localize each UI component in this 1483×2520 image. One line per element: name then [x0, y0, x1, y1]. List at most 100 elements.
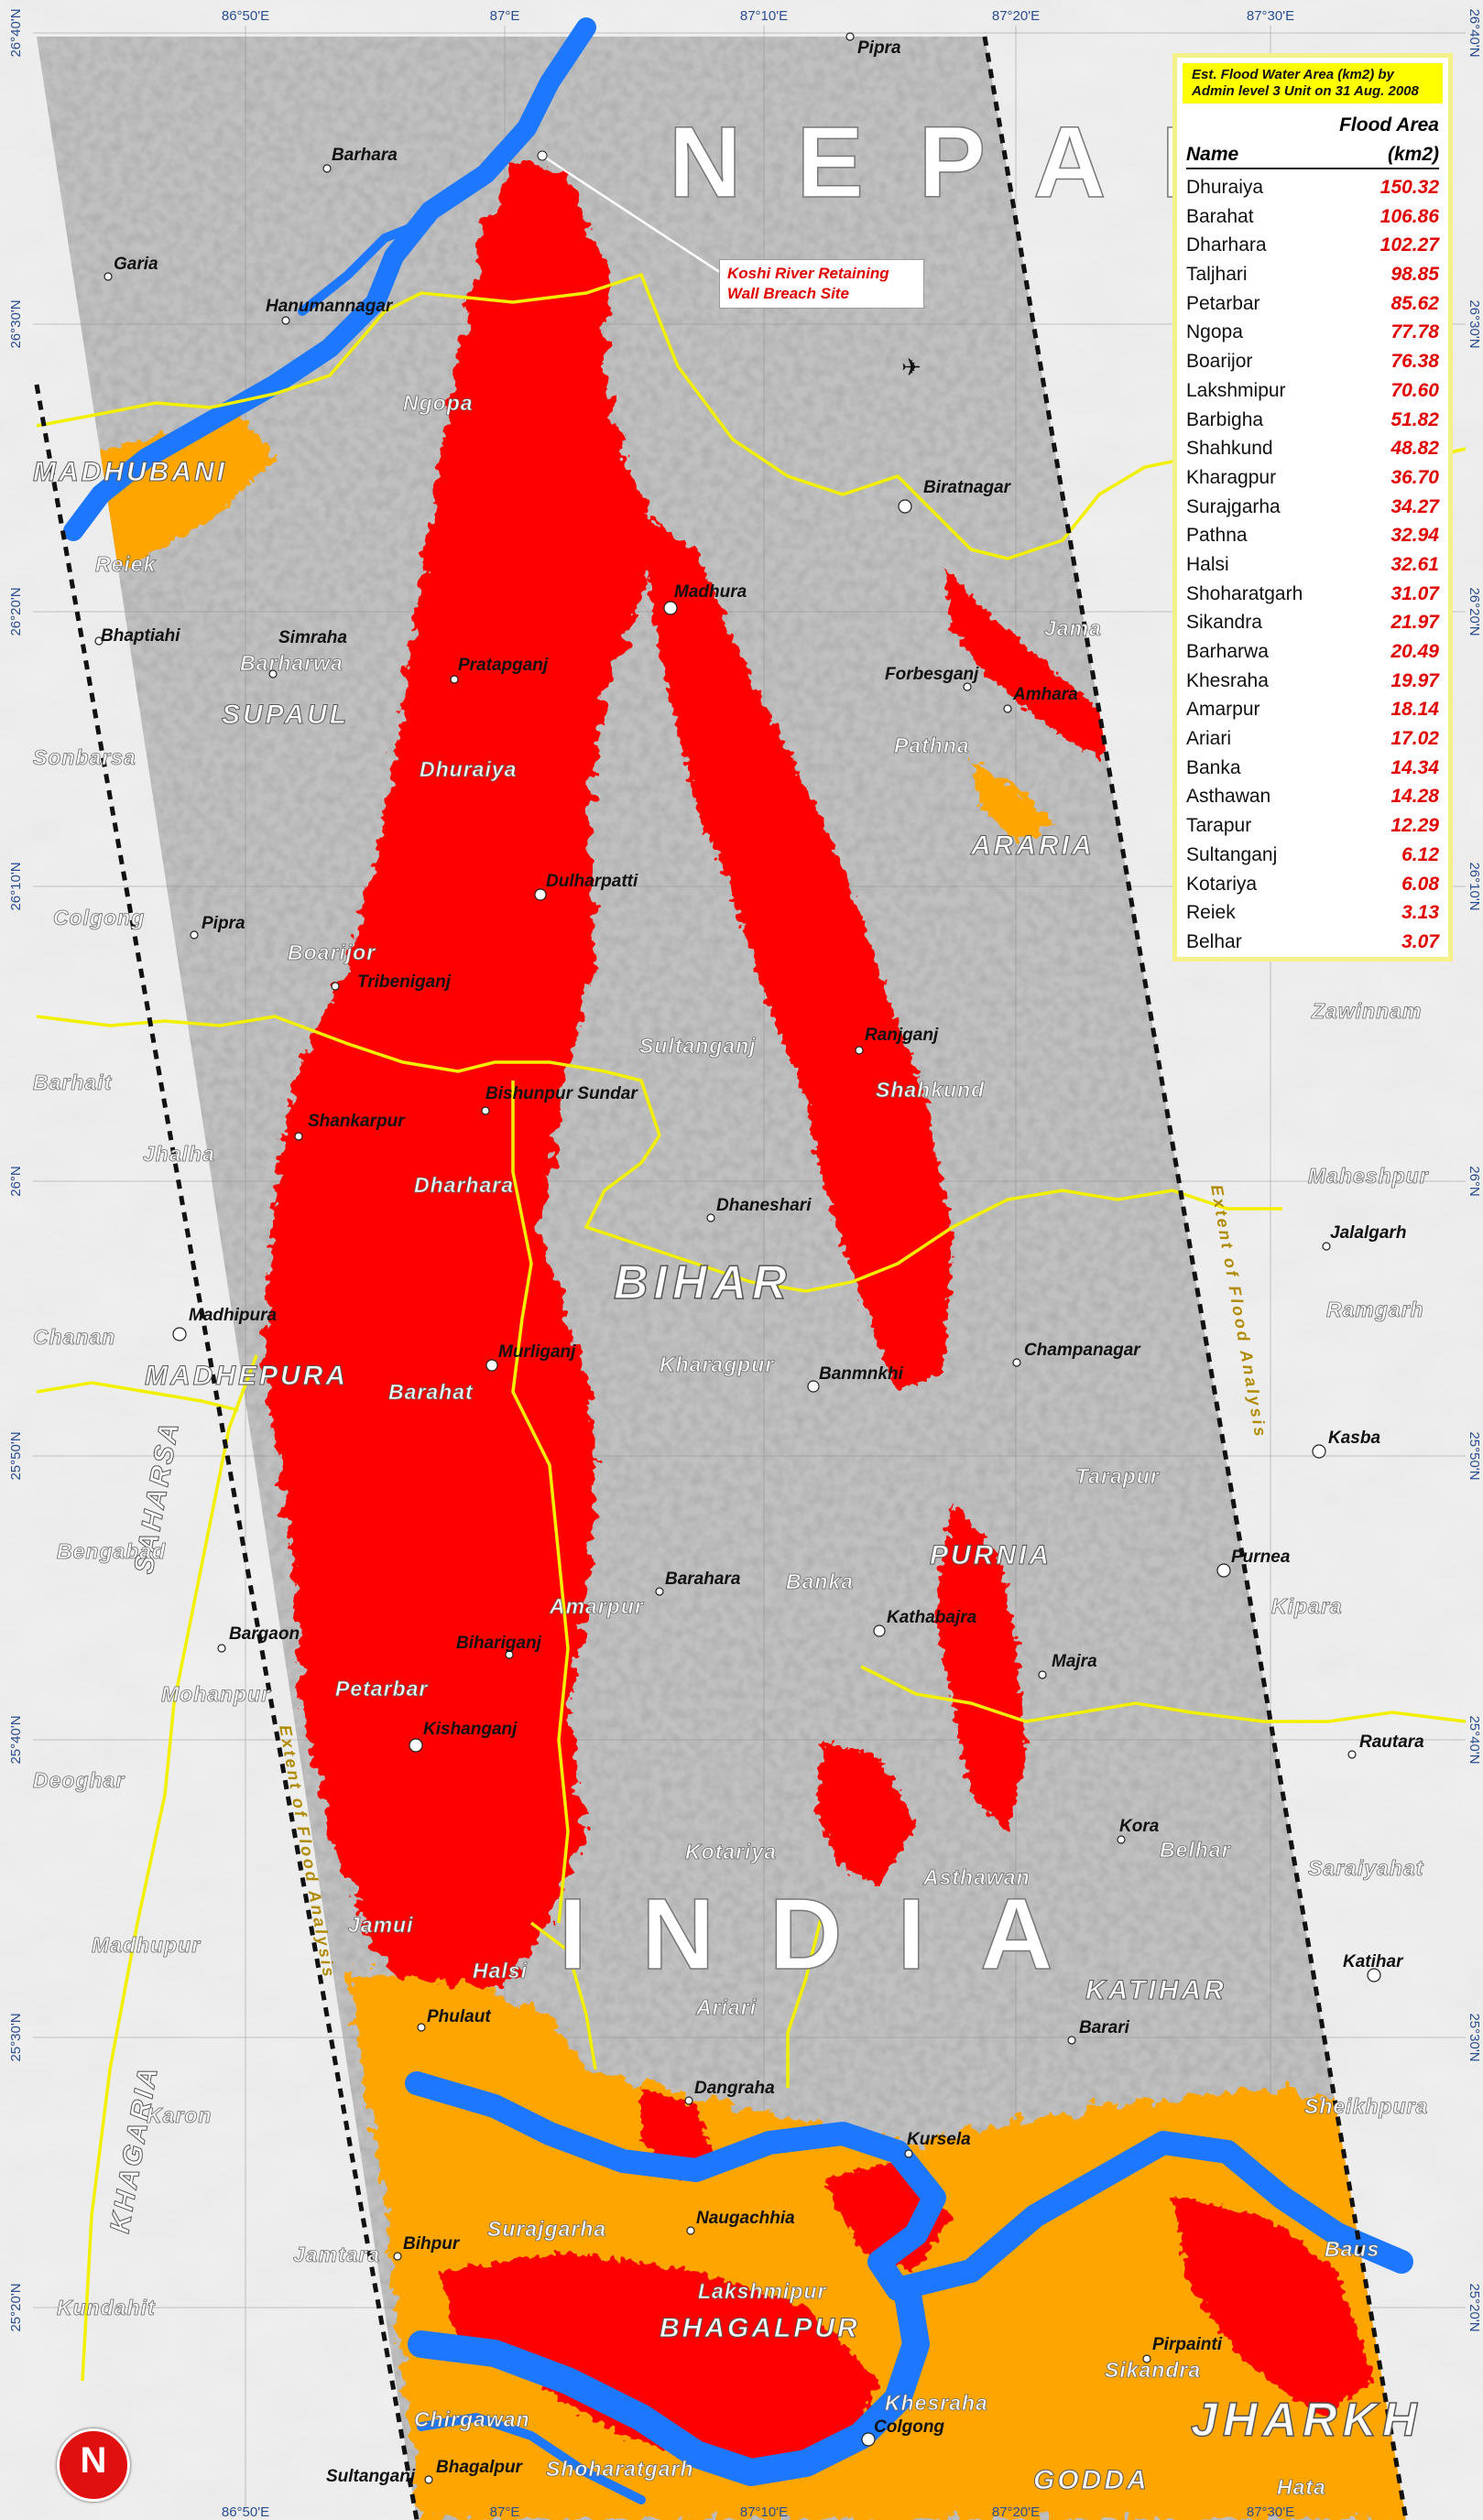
admin-label: Halsi: [473, 1959, 528, 1982]
legend-header: Flood Area Name (km2): [1186, 109, 1439, 169]
place-label: Forbesganj: [885, 665, 979, 684]
grat-left-label: 26°10'N: [8, 862, 24, 910]
legend-row-value: 36.70: [1390, 466, 1439, 488]
admin-label: Ramgarh: [1326, 1298, 1424, 1321]
legend-row-value: 19.97: [1390, 669, 1439, 691]
admin-label: Sonbarsa: [33, 745, 136, 769]
legend-row-value: 21.97: [1390, 612, 1439, 634]
airport-icon: ✈: [901, 354, 921, 382]
district-label: PURNIA: [930, 1540, 1052, 1570]
admin-label: Khesraha: [885, 2391, 988, 2415]
breach-site-marker: [537, 150, 548, 161]
place-label: Katihar: [1343, 1952, 1404, 1971]
admin-label: Surajgarha: [487, 2217, 606, 2241]
rivers: [63, 17, 1413, 2504]
legend-row-value: 14.28: [1390, 786, 1439, 808]
place-label: Biratnagar: [923, 478, 1012, 497]
admin-label: Chirgawan: [414, 2407, 530, 2431]
admin-label: Pathna: [894, 733, 970, 757]
place-label: Banmnkhi: [819, 1364, 904, 1384]
place-label: Kishanganj: [423, 1720, 518, 1739]
legend-row-value: 34.27: [1390, 495, 1439, 517]
grat-right-label: 25°30'N: [1467, 2013, 1482, 2061]
place-label: Kursela: [907, 2130, 971, 2149]
place-label: Bhaptiahi: [101, 626, 180, 646]
legend-row-value: 6.08: [1401, 873, 1439, 895]
grat-left-label: 25°40'N: [8, 1715, 24, 1764]
place-label: Purnea: [1231, 1548, 1291, 1567]
grat-left-label: 25°30'N: [8, 2013, 24, 2061]
legend-row-value: 18.14: [1390, 699, 1439, 721]
admin-label: Kharagpur: [660, 1352, 774, 1376]
admin-label: Barharwa: [240, 651, 343, 675]
grat-right-label: 25°40'N: [1467, 1715, 1482, 1764]
place-label: Hanumannagar: [266, 297, 394, 316]
grat-right-label: 26°10'N: [1467, 862, 1482, 910]
place-label: Phulaut: [427, 2007, 491, 2026]
admin-label: Deoghar: [33, 1768, 125, 1792]
legend-row-name: Petarbar: [1186, 292, 1260, 314]
district-label: MADHUBANI: [33, 457, 227, 487]
district-label: KATIHAR: [1085, 1975, 1227, 2005]
grat-left-label: 25°50'N: [8, 1431, 24, 1480]
place-label: Pratapganj: [458, 656, 549, 675]
legend-row-name: Shahkund: [1186, 438, 1273, 460]
place-label: Jalalgarh: [1330, 1223, 1406, 1243]
place-label: Kathabajra: [887, 1608, 977, 1627]
legend-row-name: Amarpur: [1186, 699, 1260, 721]
place-label: Bishunpur Sundar: [485, 1084, 638, 1103]
admin-label: Lakshmipur: [698, 2279, 826, 2303]
place-label: Barahara: [665, 1570, 741, 1589]
legend-row-name: Ariari: [1186, 728, 1232, 750]
legend-row-name: Pathna: [1186, 525, 1248, 547]
extent-boundary: [34, 36, 1409, 2520]
admin-label: Chanan: [33, 1325, 115, 1349]
country-label-india: INDIA: [559, 1878, 1107, 1991]
legend-row-value: 70.60: [1390, 379, 1439, 401]
admin-label: Asthawan: [922, 1865, 1030, 1889]
graticule-labels: 86°50'E 87°E 87°10'E 87°20'E 87°30'E 86°…: [8, 8, 1482, 2520]
grat-top-label: 86°50'E: [222, 8, 269, 24]
district-labels: MADHUBANI SUPAUL MADHEPURA ARARIA PURNIA…: [33, 457, 1227, 2496]
place-label: Tribeniganj: [357, 972, 452, 992]
north-arrow-icon: N: [57, 2428, 130, 2502]
grat-right-label: 26°40'N: [1467, 8, 1482, 57]
legend-row-name: Barahat: [1186, 205, 1254, 227]
place-label: Dangraha: [694, 2079, 775, 2098]
place-labels: Pipra Barhara Garia Hanumannagar Biratna…: [101, 38, 1424, 2486]
legend-row-value: 98.85: [1390, 264, 1439, 286]
legend-row-value: 32.61: [1390, 553, 1439, 575]
legend-row-value: 85.62: [1390, 292, 1439, 314]
admin-label: Ariari: [695, 1995, 757, 2019]
district-label: BHAGALPUR: [660, 2313, 860, 2343]
place-label: Champanagar: [1024, 1341, 1141, 1360]
grat-left-label: 26°40'N: [8, 8, 24, 57]
grat-top-label: 87°20'E: [992, 8, 1040, 24]
place-label: Madhipura: [189, 1306, 277, 1325]
place-label: Bihpur: [403, 2234, 461, 2254]
admin-label: Boarijor: [288, 940, 376, 964]
breach-site-callout: Koshi River Retaining Wall Breach Site: [719, 259, 924, 309]
legend-row-name: Banka: [1186, 756, 1241, 778]
admin-label: Ngopa: [403, 391, 474, 415]
place-label: Pipra: [202, 914, 245, 933]
place-label: Bargaon: [229, 1624, 300, 1644]
admin-label: Amarpur: [549, 1594, 644, 1618]
admin-label: Jamtara: [293, 2243, 380, 2266]
admin-label: Sikandra: [1105, 2358, 1201, 2382]
place-label: Simraha: [278, 628, 347, 647]
admin-label: Sheikhpura: [1304, 2094, 1428, 2118]
admin-label: Colgong: [53, 906, 145, 929]
grat-bottom-label: 87°10'E: [740, 2504, 788, 2520]
place-label: Amhara: [1012, 685, 1078, 704]
